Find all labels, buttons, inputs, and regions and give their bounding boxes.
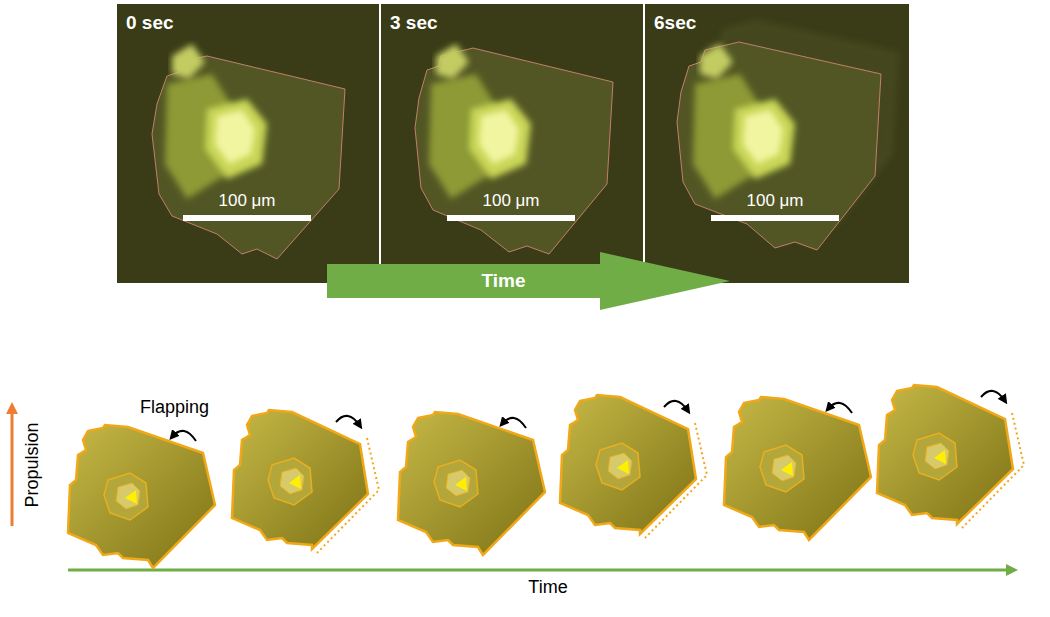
inner-hexagon [268, 458, 312, 505]
core-triangle [781, 462, 793, 476]
crystal-shape [68, 425, 215, 568]
crystal-body [398, 412, 545, 555]
crystal-shape [232, 410, 379, 553]
crystal-shape [398, 412, 545, 555]
propulsion-arrow [11, 408, 14, 526]
time-stamp: 3 sec [390, 12, 438, 34]
scale-label: 100 μm [482, 191, 539, 211]
micrograph-panel: 6sec 100 μm [645, 4, 909, 283]
core-triangle [617, 460, 629, 474]
core-triangle [289, 475, 301, 489]
crystal-shape [724, 397, 871, 540]
micrograph-panel: 0 sec 100 μm [117, 4, 379, 283]
scale-bar [711, 215, 839, 221]
arrow-shape [327, 252, 730, 310]
micrograph-panel: 3 sec 100 μm [381, 4, 643, 283]
original-edge [962, 413, 1024, 528]
arrow-label: Time [481, 270, 525, 292]
crystal-body [724, 397, 871, 540]
inner-hexagon [913, 433, 957, 480]
micrograph-image [117, 4, 379, 283]
scale-bar [183, 215, 311, 221]
inner-hexagon [760, 445, 804, 492]
inner-hexagon [104, 473, 148, 520]
inner-hexagon [596, 443, 640, 490]
time-stamp: 6sec [654, 12, 696, 34]
flapping-arrow [502, 418, 526, 428]
flapping-arrow [172, 431, 196, 441]
axis-label: Propulsion [22, 422, 43, 507]
inner-core [116, 483, 140, 509]
core-triangle [934, 450, 946, 464]
scale-label: 100 μm [218, 191, 275, 211]
time-arrow: Time [327, 252, 730, 310]
inner-core [772, 455, 796, 481]
inner-core [608, 453, 632, 479]
crystal-body [877, 385, 1013, 524]
inner-core [280, 468, 304, 494]
micrograph-image [645, 4, 909, 283]
axis-label: Time [528, 577, 567, 598]
original-edge [317, 438, 379, 553]
micrograph-image [381, 4, 643, 283]
flapping-arrow [336, 416, 360, 426]
scale-bar [447, 215, 575, 221]
flapping-label: Flapping [140, 397, 209, 418]
core-triangle [125, 490, 137, 504]
crystal-body [68, 425, 215, 568]
time-axis-arrow [68, 569, 1012, 572]
original-edge [645, 423, 707, 538]
core-triangle [455, 477, 467, 491]
crystal-body [232, 410, 368, 549]
time-stamp: 0 sec [126, 12, 174, 34]
inner-core [446, 470, 470, 496]
crystal-shape [560, 395, 707, 538]
crystal-body [560, 395, 696, 534]
crystal-shape [877, 385, 1024, 528]
flapping-arrow [828, 403, 852, 413]
inner-core [925, 443, 949, 469]
flapping-arrow [664, 401, 688, 411]
scale-label: 100 μm [746, 191, 803, 211]
inner-hexagon [434, 460, 478, 507]
flapping-arrow [981, 391, 1005, 401]
